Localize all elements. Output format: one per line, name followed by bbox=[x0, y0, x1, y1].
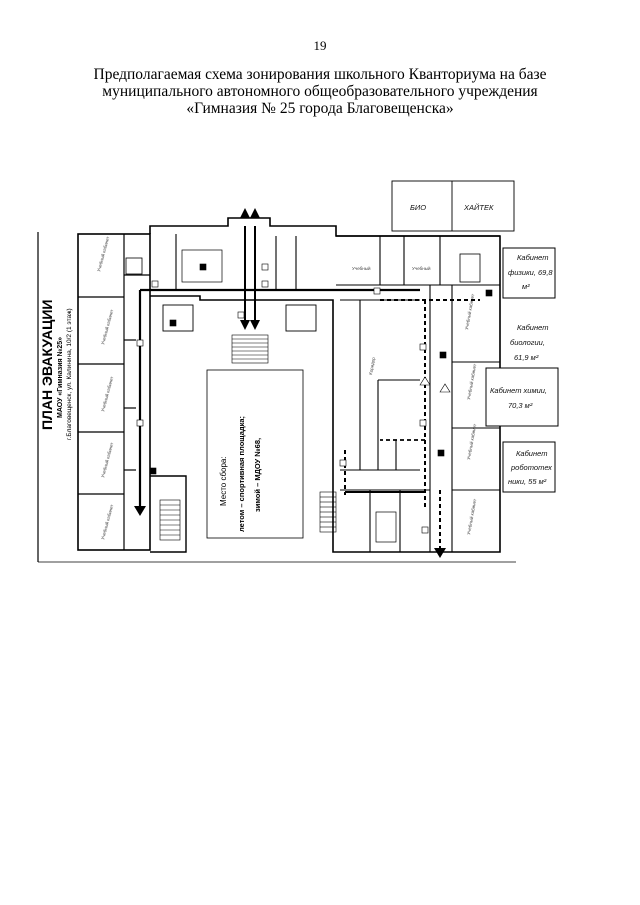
svg-text:Кабинет: Кабинет bbox=[517, 323, 548, 332]
assembly-heading: Место сбора: bbox=[219, 456, 228, 506]
svg-text:Учебный кабинет: Учебный кабинет bbox=[465, 363, 477, 400]
evac-title: ПЛАН ЭВАКУАЦИИ bbox=[39, 300, 55, 431]
evac-org: МАОУ «Гимназия №25» bbox=[56, 337, 64, 418]
svg-text:м²: м² bbox=[522, 282, 530, 291]
svg-text:Учебный кабинет: Учебный кабинет bbox=[465, 498, 477, 535]
right-zone-boxes bbox=[485, 247, 559, 493]
svg-text:робототех: робототех bbox=[510, 463, 552, 472]
assembly-winter: зимой – МДОУ №68, bbox=[253, 438, 262, 512]
right-wing-rooms bbox=[159, 285, 500, 552]
assembly-summer: летом – спортивная площадка; bbox=[237, 416, 246, 532]
svg-text:Учебный кабинет: Учебный кабинет bbox=[99, 504, 114, 541]
svg-text:биологии,: биологии, bbox=[510, 338, 545, 347]
top-wing-rooms bbox=[150, 234, 333, 364]
svg-text:Кабинет: Кабинет bbox=[516, 449, 547, 458]
svg-text:61,9 м²: 61,9 м² bbox=[514, 353, 539, 362]
svg-text:Учебный кабинет: Учебный кабинет bbox=[99, 309, 114, 346]
evacuation-routes bbox=[138, 226, 480, 548]
svg-text:Коридор: Коридор bbox=[368, 356, 376, 375]
assembly-note: Место сбора: летом – спортивная площадка… bbox=[206, 369, 304, 539]
top-right-zones bbox=[336, 180, 515, 286]
page-number: 19 bbox=[313, 38, 327, 53]
zone-bio: БИО bbox=[410, 203, 426, 212]
title-line-2: муниципального автономного общеобразоват… bbox=[102, 83, 538, 100]
title-line-1: Предполагаемая схема зонирования школьно… bbox=[93, 66, 547, 83]
building-outline bbox=[77, 217, 501, 553]
zone-physics: Кабинет физики, 69,8 м² bbox=[508, 253, 553, 291]
page-title: Предполагаемая схема зонирования школьно… bbox=[60, 66, 580, 117]
svg-text:Учебный: Учебный bbox=[412, 265, 431, 271]
svg-text:Учебный кабинет: Учебный кабинет bbox=[463, 293, 475, 330]
zone-hitech: ХАЙТЕК bbox=[463, 203, 494, 212]
svg-text:Кабинет химии,: Кабинет химии, bbox=[490, 386, 547, 395]
svg-text:ники, 55 м²: ники, 55 м² bbox=[508, 477, 547, 486]
exit-arrows bbox=[134, 208, 446, 558]
svg-text:Учебный кабинет: Учебный кабинет bbox=[95, 236, 110, 273]
svg-text:70,3 м²: 70,3 м² bbox=[508, 401, 533, 410]
zone-chemistry: Кабинет химии, 70,3 м² bbox=[490, 386, 547, 410]
right-wing-labels: Учебный Учебный Учебный кабинет Учебный … bbox=[352, 265, 477, 535]
svg-text:физики, 69,8: физики, 69,8 bbox=[508, 268, 553, 277]
plan-legend: ПЛАН ЭВАКУАЦИИ МАОУ «Гимназия №25» г.Бла… bbox=[37, 232, 73, 562]
svg-text:Учебный: Учебный bbox=[352, 265, 371, 271]
zone-robotics: Кабинет робототех ники, 55 м² bbox=[508, 449, 552, 486]
left-wing-rooms bbox=[78, 234, 150, 550]
zone-biology: Кабинет биологии, 61,9 м² bbox=[510, 323, 548, 362]
svg-text:Учебный кабинет: Учебный кабинет bbox=[99, 376, 114, 413]
svg-text:Учебный кабинет: Учебный кабинет bbox=[99, 442, 114, 479]
evac-markers bbox=[136, 263, 493, 534]
evac-address: г.Благовещенск, ул. Калинина, 10/2 (1 эт… bbox=[66, 308, 73, 440]
title-line-3: «Гимназия № 25 города Благовещенска» bbox=[186, 100, 454, 117]
svg-text:Кабинет: Кабинет bbox=[517, 253, 548, 262]
svg-text:Учебный кабинет: Учебный кабинет bbox=[465, 423, 477, 460]
